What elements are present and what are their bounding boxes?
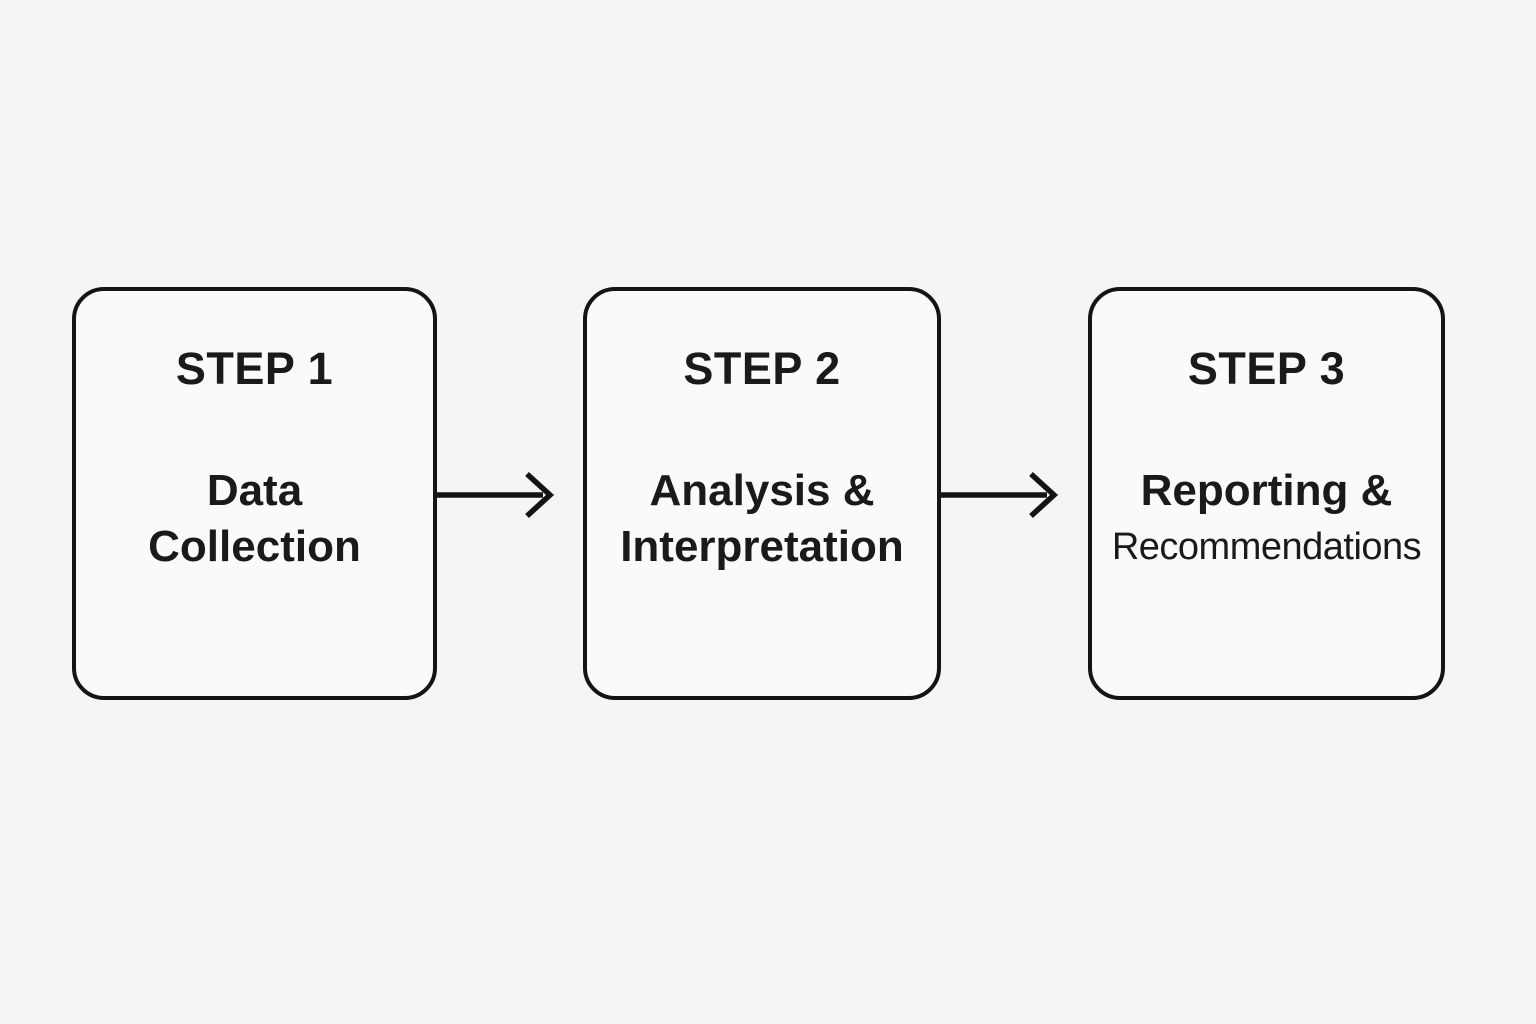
arrow-right-icon	[941, 471, 1059, 519]
step-3-box: STEP 3 Reporting & Recommendations	[1088, 287, 1445, 700]
step-3-title-line2: Recommendations	[1111, 526, 1422, 568]
step-2-box: STEP 2 Analysis & Interpretation	[583, 287, 941, 700]
step-3-title-line1: Reporting &	[1140, 466, 1393, 515]
step-1-title-line1: Data	[206, 466, 303, 515]
step-3-title: Reporting & Recommendations	[1092, 463, 1441, 575]
step-3-label: STEP 3	[1187, 343, 1346, 394]
step-1-title-line2: Collection	[148, 522, 361, 571]
step-2-title: Analysis & Interpretation	[587, 463, 937, 575]
step-1-title: Data Collection	[76, 463, 433, 575]
step-2-title-line1: Analysis &	[649, 466, 875, 515]
arrow-right-icon	[437, 471, 555, 519]
step-1-box: STEP 1 Data Collection	[72, 287, 437, 700]
step-2-label: STEP 2	[683, 343, 841, 394]
step-2-title-line2: Interpretation	[620, 522, 904, 571]
step-1-label: STEP 1	[175, 343, 334, 394]
